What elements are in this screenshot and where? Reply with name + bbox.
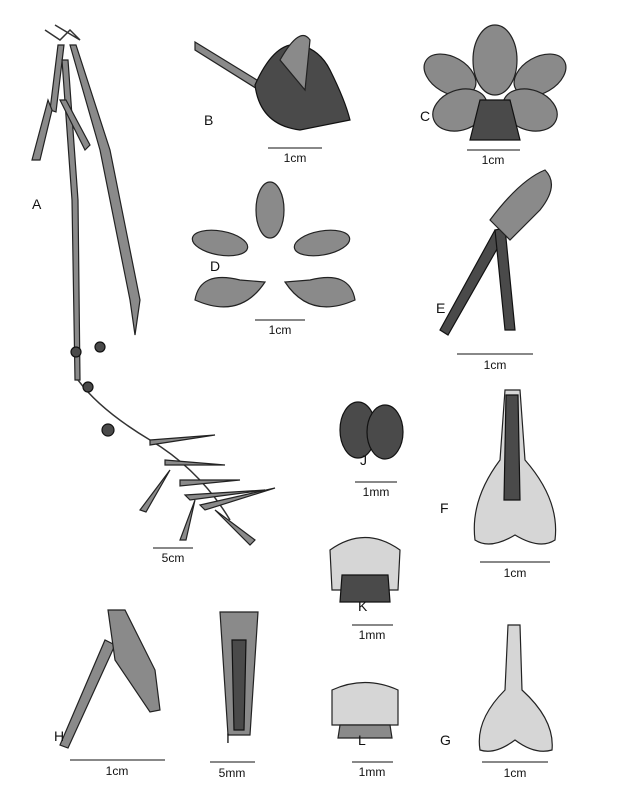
drawing-k-anther: [329, 537, 401, 603]
scale-label-g: 1cm: [503, 766, 527, 780]
drawing-g-lip-back: [478, 624, 553, 752]
drawing-j-pollinia: [339, 401, 404, 460]
drawing-l-anther-cap: [331, 681, 399, 739]
scale-bars: [70, 147, 550, 763]
scale-label-l: 1mm: [358, 765, 386, 779]
drawing-b-flower-side: [194, 35, 351, 131]
panel-label-e: E: [436, 300, 446, 316]
scale-label-a: 5cm: [161, 551, 185, 565]
scale-label-h: 1cm: [105, 764, 129, 778]
panel-label-f: F: [440, 500, 449, 516]
panel-label-d: D: [210, 258, 221, 274]
scale-label-c: 1cm: [481, 153, 505, 167]
drawing-f-lip: [473, 389, 557, 545]
scale-label-b: 1cm: [283, 151, 307, 165]
panel-label-h: H: [54, 728, 65, 744]
drawing-h-column-foot: [59, 609, 161, 749]
panel-label-a: A: [32, 196, 42, 212]
drawing-i-column: [219, 611, 259, 736]
drawing-e-lip-column: [439, 169, 552, 336]
scale-label-j: 1mm: [362, 485, 390, 499]
panel-label-b: B: [204, 112, 214, 128]
scale-label-i: 5mm: [218, 766, 246, 780]
drawing-d-perianth: [191, 181, 356, 308]
panel-label-l: L: [358, 732, 366, 748]
panel-label-k: K: [358, 598, 368, 614]
scale-label-e: 1cm: [483, 358, 507, 372]
scale-label-k: 1mm: [358, 628, 386, 642]
drawing-c-flower-front: [423, 24, 567, 141]
panel-label-i: I: [226, 730, 230, 746]
scale-label-f: 1cm: [503, 566, 527, 580]
panel-label-j: J: [360, 452, 367, 468]
scale-label-d: 1cm: [268, 323, 292, 337]
panel-label-g: G: [440, 732, 451, 748]
panel-label-c: C: [420, 108, 431, 124]
drawing-a-whole-plant: [31, 24, 276, 546]
